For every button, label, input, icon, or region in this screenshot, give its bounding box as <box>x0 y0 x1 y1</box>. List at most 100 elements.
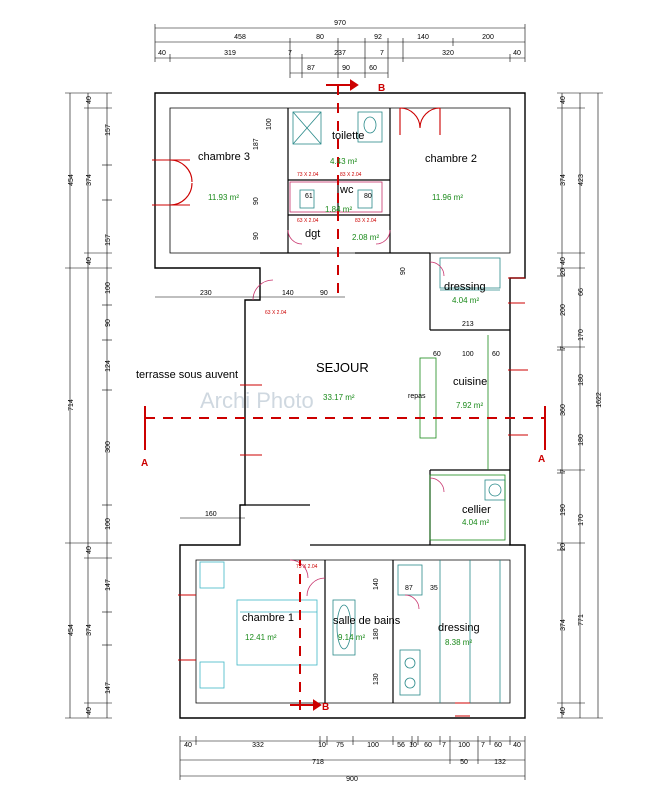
idim-11: 60 <box>492 351 500 358</box>
room-terrasse-name: terrasse sous auvent <box>136 369 238 381</box>
idim-16: 130 <box>373 673 380 685</box>
dim-right-c2-1: 40 <box>560 96 567 104</box>
sub-dim-160: 160 <box>205 511 217 518</box>
dim-right-c1-4: 180 <box>578 374 585 386</box>
dim-top-r4-1: 87 <box>307 65 315 72</box>
idim-12: 87 <box>405 585 413 592</box>
dim-left-im-5: 100 <box>105 518 112 530</box>
dim-right-outer: 1622 <box>596 392 603 408</box>
room-wc-name: wc <box>339 184 354 196</box>
idim-8: 213 <box>462 321 474 328</box>
door-label-6: 73 X 2.04 <box>296 564 318 570</box>
left-sub-dims: 230 140 90 160 <box>155 290 345 519</box>
door-labels: 63 X 2.04 73 X 2.04 83 X 2.04 63 X 2.04 … <box>265 172 377 570</box>
dim-top-r4-3: 60 <box>369 65 377 72</box>
dim-left-ib-5: 40 <box>86 707 93 715</box>
dim-top-r2-3: 92 <box>374 34 382 41</box>
section-lines <box>144 79 546 711</box>
idim-10: 100 <box>462 351 474 358</box>
room-sdb-name: salle de bains <box>333 615 401 627</box>
room-toilette-area: 4.43 m² <box>330 157 357 166</box>
dim-bot-r1-2: 332 <box>252 742 264 749</box>
section-b-bottom: B <box>322 702 329 713</box>
dim-bot-r3-1: 900 <box>346 776 358 783</box>
windows <box>152 107 528 717</box>
dim-top-r3-7: 40 <box>513 50 521 57</box>
dim-top-r2-5: 200 <box>482 34 494 41</box>
dim-right-c2-5: 200 <box>560 304 567 316</box>
dim-left-ib-4: 147 <box>105 682 112 694</box>
dim-right-c2-11: 374 <box>560 619 567 631</box>
left-dimensions <box>65 92 112 719</box>
dim-bot-r1-5: 100 <box>367 742 379 749</box>
dim-top-r3-2: 319 <box>224 50 236 57</box>
dim-bot-r1-6: 56 <box>397 742 405 749</box>
dim-left-it-4: 157 <box>105 234 112 246</box>
top-dimensions <box>154 24 526 78</box>
dim-left-ib-2: 147 <box>105 579 112 591</box>
dim-left-it-1: 40 <box>86 96 93 104</box>
dim-bot-r1-4: 75 <box>336 742 344 749</box>
room-chambre-2-area: 11.96 m² <box>432 193 463 202</box>
dim-top-r3-5: 7 <box>380 50 384 57</box>
idim-3: 90 <box>253 197 260 205</box>
room-chambre-2-name: chambre 2 <box>425 153 477 165</box>
dim-right-c2-4: 20 <box>560 268 567 276</box>
door-label-5: 83 X 2.04 <box>355 218 377 224</box>
dim-top-r2-4: 140 <box>417 34 429 41</box>
room-dressing-bot-area: 8.38 m² <box>445 638 472 647</box>
door-label-2: 73 X 2.04 <box>297 172 319 178</box>
dim-right-c2-2: 374 <box>560 174 567 186</box>
room-cellier-name: cellier <box>462 504 491 516</box>
room-dressing-top-area: 4.04 m² <box>452 296 479 305</box>
room-sdb-area: 9.14 m² <box>338 633 365 642</box>
dim-bot-r1-7: 10 <box>409 742 417 749</box>
dim-left-it-5: 40 <box>86 257 93 265</box>
room-chambre-3-name: chambre 3 <box>198 151 250 163</box>
room-chambre-3-area: 11.93 m² <box>208 193 239 202</box>
dim-right-c2-6: 7 <box>560 346 567 350</box>
dim-bot-r1-11: 7 <box>481 742 485 749</box>
room-sejour-name: SEJOUR <box>316 360 369 375</box>
bottom-dimensions <box>179 736 526 780</box>
dim-bot-r1-9: 7 <box>442 742 446 749</box>
dim-right-c2-9: 190 <box>560 504 567 516</box>
idim-9: 60 <box>433 351 441 358</box>
idim-15: 180 <box>373 628 380 640</box>
dim-right-c1-2: 66 <box>578 288 585 296</box>
dim-right-c1-1: 423 <box>578 174 585 186</box>
room-chambre-1-area: 12.41 m² <box>245 633 277 642</box>
idim-5: 80 <box>364 193 372 200</box>
dim-bot-r1-8: 60 <box>424 742 432 749</box>
dim-bot-r2-1: 718 <box>312 759 324 766</box>
dim-bot-r1-12: 60 <box>494 742 502 749</box>
dim-top-r3-6: 320 <box>442 50 454 57</box>
room-repas-name: repas <box>408 393 426 400</box>
room-dressing-bot-name: dressing <box>438 622 480 634</box>
room-dgt-area: 2.08 m² <box>352 233 379 242</box>
dim-bot-r1-13: 40 <box>513 742 521 749</box>
dim-left-im-3: 124 <box>105 360 112 372</box>
dim-bot-r2-3: 132 <box>494 759 506 766</box>
dim-left-im-1: 100 <box>105 282 112 294</box>
idim-2: 187 <box>253 138 260 150</box>
dim-top-r3-3: 7 <box>288 50 292 57</box>
room-chambre-1-name: chambre 1 <box>242 612 294 624</box>
dim-bot-r1-3: 10 <box>318 742 326 749</box>
dim-left-outer-3: 454 <box>68 624 75 636</box>
dim-right-c1-6: 170 <box>578 514 585 526</box>
dim-right-c1-7: 771 <box>578 614 585 626</box>
dim-left-ib-1: 40 <box>86 546 93 554</box>
idim-7: 90 <box>400 267 407 275</box>
dim-top-r3-1: 40 <box>158 50 166 57</box>
idim-6: 90 <box>253 232 260 240</box>
room-cuisine-area: 7.92 m² <box>456 401 483 410</box>
dim-left-it-3: 374 <box>86 174 93 186</box>
bed-chambre-1 <box>199 561 318 689</box>
idim-1: 100 <box>266 118 273 130</box>
room-sejour-area: 33.17 m² <box>323 393 355 402</box>
room-cuisine-name: cuisine <box>453 376 487 388</box>
dim-right-c1-5: 180 <box>578 434 585 446</box>
room-dressing-top-name: dressing <box>444 281 486 293</box>
